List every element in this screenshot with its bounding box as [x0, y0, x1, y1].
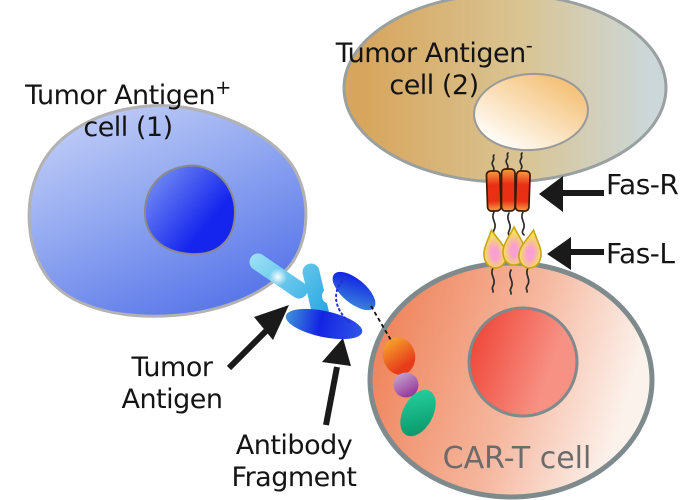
- fas-l-intracellular-tails: [491, 267, 530, 295]
- car-receptor: [382, 337, 436, 437]
- fas-r-rod: [500, 168, 516, 212]
- fas-l-teardrop: [518, 228, 542, 269]
- cell1-plus-superscript: +: [215, 76, 231, 99]
- car-t-cell-label: CAR-T cell: [442, 441, 592, 476]
- cell2-subtitle: cell (2): [389, 70, 479, 102]
- fas-l-arrow: [547, 237, 604, 270]
- cell2-title-text: Tumor Antigen: [335, 38, 527, 69]
- car-segment-green: [400, 389, 436, 437]
- tumor-antigen-positive-cell-nucleus: [143, 164, 237, 256]
- fas-r-rod: [485, 170, 502, 212]
- tumor-antigen-label-line1: Tumor: [131, 352, 213, 383]
- fas-r-intracellular-tails: [491, 152, 523, 172]
- fas-r-rod: [514, 170, 531, 212]
- fas-l-label: Fas-L: [606, 237, 675, 270]
- antibody-fragment-label-line2: Fragment: [231, 462, 357, 494]
- car-segment-orange: [382, 337, 416, 375]
- antibody-fragment-label: Antibody Fragment: [200, 430, 388, 495]
- fas-l-ligands: [483, 225, 542, 269]
- cell1-subtitle: cell (1): [83, 112, 173, 144]
- antibody-domain-lower: [285, 308, 363, 340]
- antibody-linker-dotted: [335, 276, 350, 323]
- fas-r-arrow: [539, 176, 604, 212]
- fas-r-label: Fas-R: [606, 168, 679, 201]
- car-t-cell-nucleus: [467, 306, 579, 418]
- tumor-antigen-negative-cell-title: Tumor Antigen- cell (2): [314, 34, 554, 103]
- tumor-antigen-label: Tumor Antigen: [88, 352, 256, 417]
- cell1-title-text: Tumor Antigen: [25, 80, 216, 111]
- antibody-fragment-label-line1: Antibody: [235, 430, 353, 461]
- antibody-domain-upper: [332, 271, 376, 311]
- tumor-antigen-negative-cell-nucleus: [473, 72, 589, 152]
- antibody-fragment-arrow: [322, 338, 351, 426]
- antigen-highlight: [269, 268, 287, 286]
- fas-r-fas-l-linkers: [492, 211, 525, 237]
- car-segment-purple: [393, 372, 419, 398]
- cell2-minus-superscript: -: [525, 34, 533, 57]
- annotation-arrows: [226, 176, 604, 426]
- tumor-antigen-arrow: [226, 305, 289, 371]
- tumor-antigen-label-line2: Antigen: [121, 384, 223, 416]
- antigen-binding-notch: [322, 288, 338, 304]
- fas-r-receptors: [485, 168, 531, 212]
- tumor-antigen-molecule: [249, 253, 338, 324]
- tumor-antigen-positive-cell-title: Tumor Antigen+ cell (1): [4, 76, 252, 145]
- antibody-fragment-molecule: [285, 271, 393, 343]
